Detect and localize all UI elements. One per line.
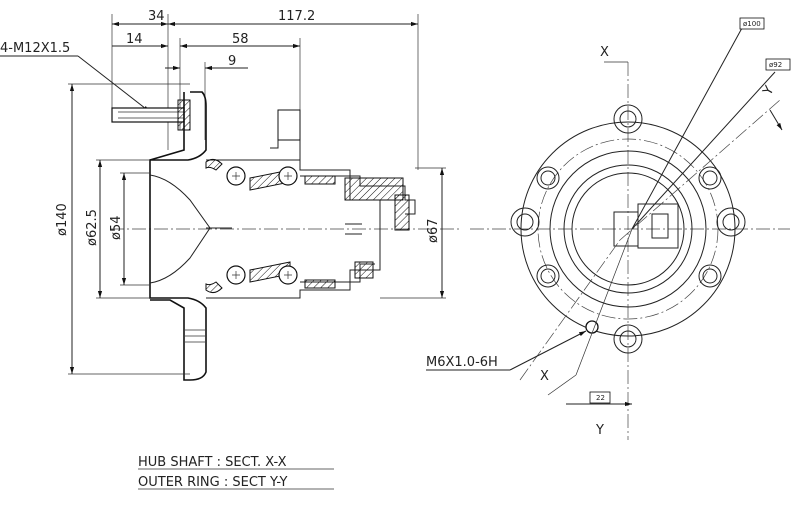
tag-dia-100: ø100 bbox=[743, 20, 761, 28]
tap-callout: M6X1.0-6H bbox=[426, 355, 498, 370]
dim-9: 9 bbox=[228, 54, 236, 69]
dim-dia-54: ø54 bbox=[109, 216, 124, 241]
dim-dia-140: ø140 bbox=[55, 203, 70, 236]
pilot-circle bbox=[549, 150, 707, 308]
section-view: 34 117.2 14 58 9 4-M12X1.5 bbox=[0, 9, 460, 381]
outer-ring-section bbox=[344, 177, 404, 201]
bolt-holes bbox=[510, 104, 746, 354]
dim-34: 34 bbox=[148, 9, 165, 24]
section-mark-y-bottom: Y bbox=[595, 423, 604, 438]
tag-dia-92: ø92 bbox=[769, 61, 782, 69]
section-notes: HUB SHAFT : SECT. X-X OUTER RING : SECT … bbox=[138, 455, 334, 490]
dim-dia-67: ø67 bbox=[426, 219, 441, 244]
hub-flange bbox=[149, 91, 207, 381]
tag-22: 22 bbox=[596, 394, 605, 402]
section-mark-x-bottom: X bbox=[540, 369, 549, 384]
dim-117-2: 117.2 bbox=[278, 9, 315, 24]
end-view: ø100 ø92 22 X X Y Y M6X1.0-6H bbox=[426, 17, 791, 440]
bolt-circle bbox=[537, 138, 719, 320]
note-outer-ring: OUTER RING : SECT Y-Y bbox=[138, 475, 288, 490]
thread-label: 4-M12X1.5 bbox=[0, 41, 70, 56]
section-mark-y-top: Y bbox=[760, 84, 777, 99]
dim-58: 58 bbox=[232, 32, 249, 47]
note-hub-shaft: HUB SHAFT : SECT. X-X bbox=[138, 455, 287, 470]
dim-dia-62-5: ø62.5 bbox=[85, 209, 100, 246]
dim-14: 14 bbox=[126, 32, 143, 47]
section-mark-x-top: X bbox=[600, 45, 609, 60]
wheel-stud bbox=[111, 107, 185, 123]
